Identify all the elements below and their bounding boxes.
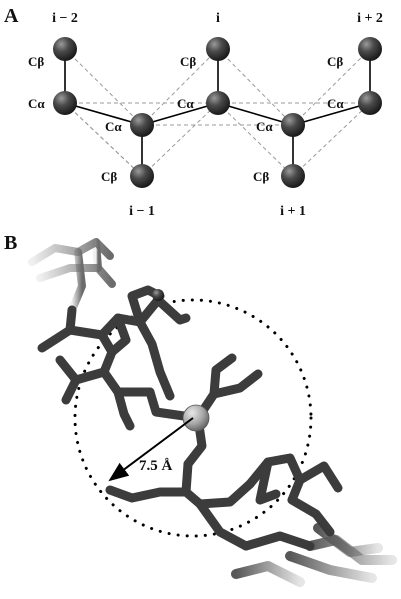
index-label-i-minus-2: i − 2 [52, 11, 78, 26]
ca-sphere-i-plus-2 [358, 91, 382, 115]
index-label-i: i [216, 11, 220, 26]
ca-sphere-i-minus-2 [53, 91, 77, 115]
cb-sphere-i-plus-1 [281, 164, 305, 188]
cb-sphere-i-plus-2 [358, 37, 382, 61]
atom-label-ca: Cα [256, 119, 273, 134]
atom-label-cb: Cβ [327, 54, 343, 69]
cb-sphere-i-minus-2 [53, 37, 77, 61]
panel-b-label: B [4, 232, 17, 254]
index-label-i-plus-2: i + 2 [357, 11, 383, 26]
atom-label-cb: Cβ [101, 169, 117, 184]
cb-sphere-i-minus-1 [130, 164, 154, 188]
cb-sphere-i [206, 37, 230, 61]
ca-sphere-i-minus-1 [130, 113, 154, 137]
atom-label-cb: Cβ [253, 169, 269, 184]
radius-arrow [108, 417, 194, 482]
atom-label-cb: Cβ [180, 54, 196, 69]
protein-stick-model [28, 238, 397, 587]
ca-sphere-i-plus-1 [281, 113, 305, 137]
index-label-i-minus-1: i − 1 [129, 204, 155, 219]
cutoff-circle [73, 298, 313, 538]
atom-label-ca: Cα [105, 119, 122, 134]
index-label-i-plus-1: i + 1 [280, 204, 306, 219]
atom-label-ca: Cα [28, 96, 45, 111]
central-ca-atom [182, 404, 210, 432]
distance-label: 7.5 Å [139, 458, 173, 474]
atom-label-ca: Cα [177, 96, 194, 111]
carbonyl-sphere [152, 289, 164, 301]
atom-label-ca: Cα [327, 96, 344, 111]
atom-label-cb: Cβ [28, 54, 44, 69]
dashed-contacts [64, 48, 371, 177]
ca-sphere-i [206, 91, 230, 115]
atom-spheres [53, 37, 382, 188]
panel-a-label: A [4, 5, 19, 27]
